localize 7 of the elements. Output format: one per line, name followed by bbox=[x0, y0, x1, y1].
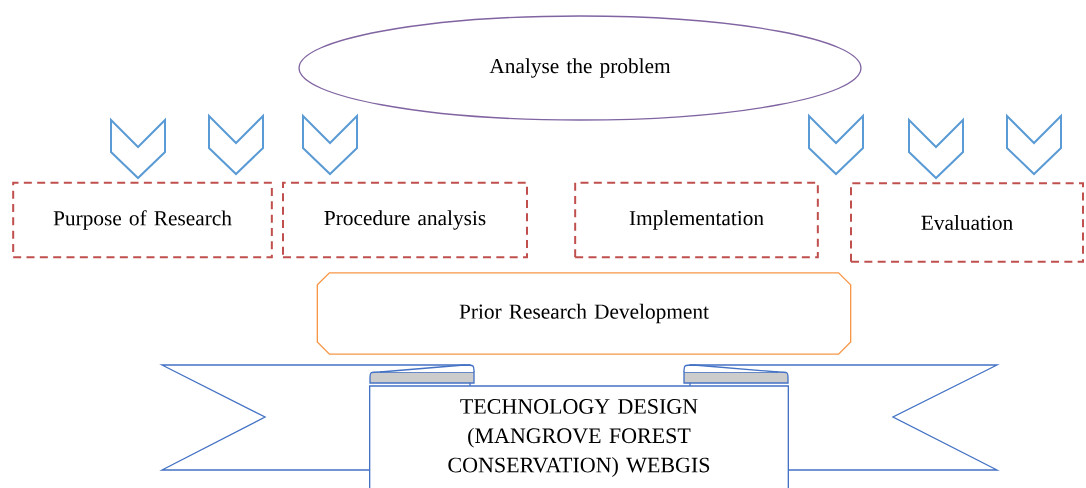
dashed-box: Evaluation bbox=[850, 182, 1084, 263]
banner-box: TECHNOLOGY DESIGN (MANGROVE FOREST CONSERVATION) WEBGIS bbox=[369, 385, 789, 488]
dashed-box: Purpose of Research bbox=[12, 181, 273, 259]
dashed-box: Implementation bbox=[574, 181, 819, 259]
dashed-box: Procedure analysis bbox=[282, 181, 528, 259]
plaque-box: Prior Research Development bbox=[316, 272, 852, 355]
ellipse-node: Analyse the problem bbox=[298, 15, 862, 121]
